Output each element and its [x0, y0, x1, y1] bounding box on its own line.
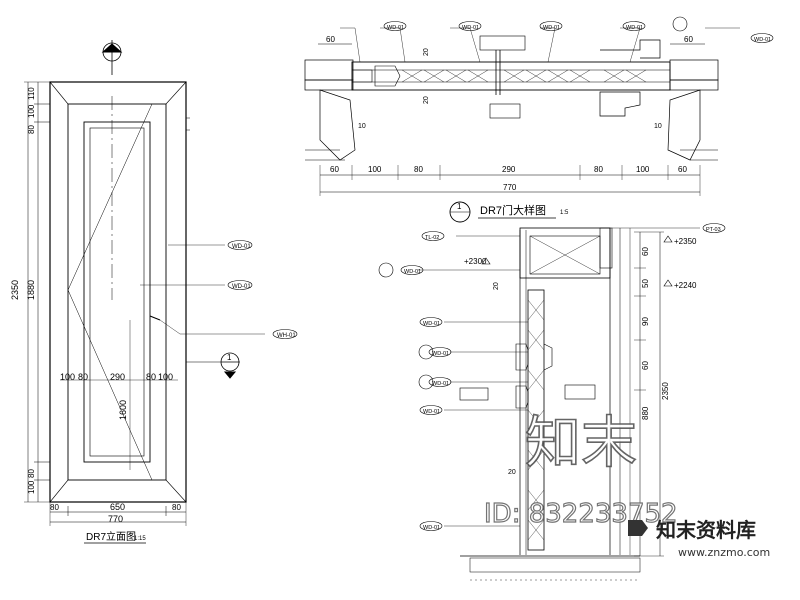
watermark-id: ID: 832233752	[484, 499, 678, 529]
section-dim-50: 50	[641, 279, 650, 288]
elev-dim-80-left: 80	[50, 503, 59, 512]
elev-dim-650: 650	[110, 502, 125, 512]
section-level-2350: +2350	[674, 237, 697, 246]
elev-code-2: WD-01	[232, 284, 251, 290]
section-code-b: WD-01	[423, 321, 440, 327]
section-code-d: WD-01	[432, 381, 449, 387]
section-dim-880: 880	[641, 406, 650, 420]
elev-dim-100-bot: 100	[27, 480, 36, 494]
plan-code-3: WD-01	[543, 25, 560, 31]
section-dim-20-a: 20	[493, 282, 500, 290]
plan-dim-60-top-r: 60	[684, 35, 693, 44]
section-labels: +2350 +2300 +2240 60 50 90 60 880 2350 2…	[404, 227, 721, 531]
plan-dim-60-b: 60	[678, 165, 687, 174]
elev-title: DR7立面图	[86, 530, 136, 543]
elev-dim-290: 290	[110, 372, 125, 382]
section-dim-90: 90	[641, 317, 650, 326]
plan-labels: 60 100 80 290 80 100 60 770 60 60 10 10 …	[326, 25, 771, 219]
elev-dim-770: 770	[108, 514, 123, 524]
plan-dim-100-b: 100	[636, 165, 650, 174]
elev-dim-1880: 1880	[26, 280, 36, 300]
plan-dim-20-b: 20	[423, 96, 430, 104]
plan-dim-10-r: 10	[654, 123, 662, 130]
elev-dim-100-mid2: 100	[158, 372, 173, 382]
elev-dim-80-top: 80	[27, 125, 36, 134]
section-code-tl: TL-02	[425, 235, 439, 241]
plan-code-1: WD-01	[387, 25, 404, 31]
section-code-f: WD-01	[423, 525, 440, 531]
watermarks: 知末 ID: 832233752 知末资料库 www.znzmo.com	[483, 410, 770, 559]
section-code-c: WD-01	[432, 351, 449, 357]
elev-dim-80-mid2: 80	[146, 372, 156, 382]
section-code-a: WD-01	[404, 269, 421, 275]
section-dim-60-b: 60	[641, 361, 650, 370]
elev-dim-100-top: 100	[27, 104, 36, 118]
plan-title: DR7门大样图	[480, 203, 546, 217]
plan-code-5: WD-01	[754, 37, 771, 43]
elev-section-mark: 1	[227, 353, 232, 362]
plan-dim-80-b: 80	[594, 165, 603, 174]
section-code-pt: PT-03	[706, 227, 721, 233]
section-level-2300: +2300	[464, 257, 487, 266]
elev-dim-100-mid: 100	[60, 372, 75, 382]
door-plan-detail	[304, 16, 774, 223]
section-dim-2350: 2350	[661, 382, 670, 400]
section-level-2240: +2240	[674, 281, 697, 290]
plan-dim-60-top-l: 60	[326, 35, 335, 44]
plan-dim-20-a: 20	[423, 48, 430, 56]
elev-dim-80-mid: 80	[78, 372, 88, 382]
plan-dim-100-a: 100	[368, 165, 382, 174]
elevation-labels: 2350 1880 110 100 80 100 80 100 80 290 8…	[10, 87, 296, 544]
plan-dim-10-l: 10	[358, 123, 366, 130]
elev-dim-80-right: 80	[172, 503, 181, 512]
logo-mark	[628, 520, 648, 536]
plan-scale: 1:5	[560, 210, 569, 216]
elev-dim-110: 110	[27, 87, 36, 100]
section-dim-20-b: 20	[508, 469, 516, 476]
watermark-logo-text: 知末资料库	[656, 518, 756, 542]
door-section-detail	[378, 223, 726, 581]
door-elevation	[24, 40, 298, 526]
elev-dim-80-bot: 80	[27, 469, 36, 478]
section-dim-60-a: 60	[641, 247, 650, 256]
plan-dim-290: 290	[502, 165, 516, 174]
plan-dim-80-a: 80	[414, 165, 423, 174]
elev-dim-1600: 1600	[118, 400, 128, 420]
plan-code-2: WD-01	[462, 25, 479, 31]
elev-code-3: WH-01	[277, 333, 296, 339]
elev-dim-2350: 2350	[10, 280, 20, 300]
plan-code-4: WD-01	[626, 25, 643, 31]
plan-section-mark: 1	[457, 202, 462, 211]
watermark-url: www.znzmo.com	[678, 546, 770, 559]
watermark-brand: 知末	[525, 411, 637, 476]
elev-code-1: WD-01	[232, 244, 251, 250]
elev-scale: 1:15	[134, 536, 146, 542]
plan-dim-770: 770	[503, 183, 517, 192]
section-code-e: WD-01	[423, 409, 440, 415]
plan-dim-60-a: 60	[330, 165, 339, 174]
